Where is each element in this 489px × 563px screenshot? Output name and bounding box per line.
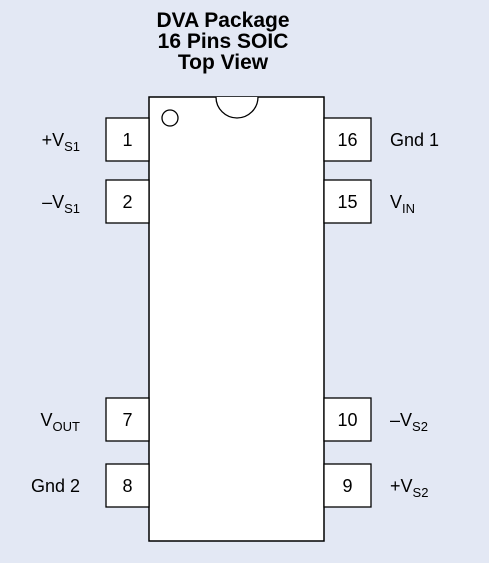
pin1-indicator-dot (161, 109, 179, 127)
pin-label: Gnd 1 (390, 130, 439, 150)
pin-box (323, 117, 372, 162)
pin-label: –VS1 (42, 192, 80, 216)
pin-box (323, 179, 372, 224)
package-body (148, 96, 325, 542)
diagram-title-pins: 16 Pins SOIC (157, 30, 289, 53)
pin-number: 1 (122, 130, 132, 150)
pin-label: VOUT (41, 410, 81, 434)
pins-layer: 1 +VS1 2 –VS1 7 VOUT 8 Gnd 2 16 Gnd 1 15 VIN 10 –VS2 9… (31, 117, 439, 508)
pin-10: 10 –VS2 (323, 397, 428, 442)
pin-8: 8 Gnd 2 (31, 463, 150, 508)
pin-box (105, 179, 150, 224)
pin-label: +VS1 (42, 130, 80, 154)
diagram-title-view: Top View (177, 51, 269, 74)
orientation-notch (215, 96, 259, 119)
pin-box (323, 463, 372, 508)
pin-box (105, 397, 150, 442)
pin-label: Gnd 2 (31, 476, 80, 496)
pin-number: 2 (122, 192, 132, 212)
pin-box (105, 463, 150, 508)
pin-box (323, 397, 372, 442)
pin-number: 8 (122, 476, 132, 496)
pin-box (105, 117, 150, 162)
pin-label: –VS2 (390, 410, 428, 434)
pin-number: 9 (342, 476, 352, 496)
pin-7: 7 VOUT (41, 397, 150, 442)
pin-number: 7 (122, 410, 132, 430)
pin-number: 16 (337, 130, 357, 150)
pin-15: 15 VIN (323, 179, 415, 224)
pin-9: 9 +VS2 (323, 463, 428, 508)
pin-label: +VS2 (390, 476, 428, 500)
pin-number: 15 (337, 192, 357, 212)
pin-1: 1 +VS1 (42, 117, 150, 162)
pin-16: 16 Gnd 1 (323, 117, 439, 162)
pin-label: VIN (390, 192, 415, 216)
pin-2: 2 –VS1 (42, 179, 150, 224)
pin-number: 10 (337, 410, 357, 430)
diagram-title-package: DVA Package (156, 9, 290, 32)
